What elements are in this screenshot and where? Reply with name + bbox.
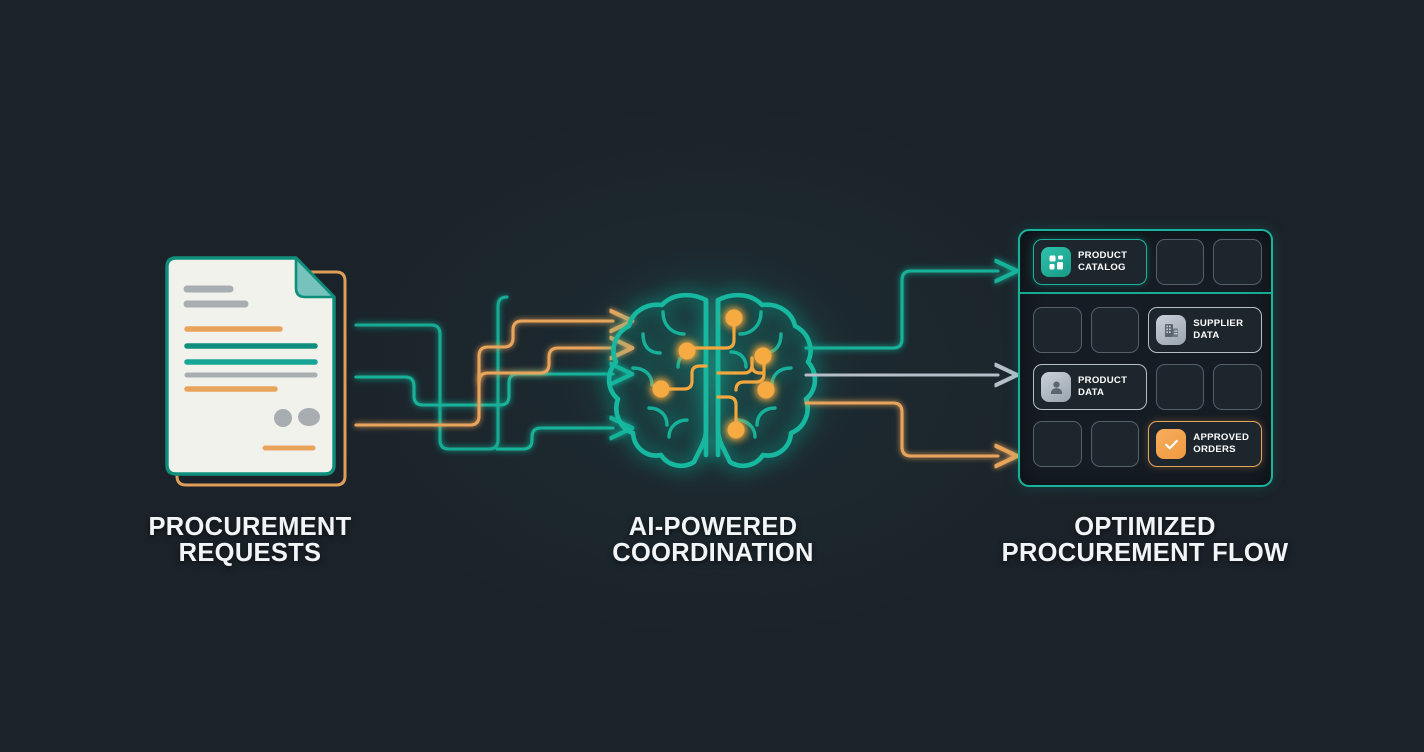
- circuit-node-left: [652, 380, 670, 398]
- brain-aura: [562, 247, 862, 497]
- brain-illustration: [606, 292, 818, 469]
- document-dot-2: [298, 408, 320, 426]
- building-icon: [1156, 315, 1187, 345]
- grid-item-label: PRODUCT CATALOG: [1078, 250, 1128, 273]
- grid-item-product-catalog[interactable]: PRODUCT CATALOG: [1033, 239, 1147, 285]
- caption-optimized-procurement-flow: OPTIMIZED PROCUREMENT FLOW: [1001, 513, 1289, 567]
- caption-ai-powered-coordination: AI-POWERED COORDINATION: [612, 513, 814, 567]
- caption-procurement-requests: PROCUREMENT REQUESTS: [148, 513, 352, 567]
- orange-input-path-b: [477, 348, 613, 384]
- grid-item-label: SUPPLIER DATA: [1193, 318, 1244, 341]
- input-connectors: [354, 295, 613, 451]
- circuit-node-right: [757, 381, 775, 399]
- grid-row: PRODUCT DATA: [1033, 364, 1262, 410]
- teal-input-path-a: [354, 295, 509, 451]
- circuit-node-bottom: [727, 421, 745, 439]
- grid-item-approved-orders[interactable]: APPROVED ORDERS: [1148, 421, 1262, 467]
- procurement-document: [165, 256, 347, 487]
- grid-item-supplier-data[interactable]: SUPPLIER DATA: [1148, 307, 1262, 353]
- grid-cell-empty[interactable]: [1213, 239, 1262, 285]
- orange-input-path-a: [354, 321, 613, 427]
- user-icon: [1041, 372, 1071, 402]
- brain-circuit-nodes: [652, 309, 775, 439]
- grid-item-label: APPROVED ORDERS: [1193, 432, 1250, 455]
- circuit-node-upper-left: [678, 342, 696, 360]
- grid-row: SUPPLIER DATA: [1033, 307, 1262, 353]
- orange-output-path: [804, 401, 998, 456]
- teal-input-path-c: [495, 428, 613, 451]
- brain-circuit: [659, 316, 766, 430]
- document-sheet: [165, 256, 336, 476]
- output-connectors: [804, 271, 998, 456]
- document-dot-1: [274, 409, 292, 427]
- panel-row-divider: [1020, 292, 1271, 294]
- grid-cell-empty[interactable]: [1213, 364, 1262, 410]
- optimized-flow-grid[interactable]: PRODUCT CATALOG: [1018, 229, 1273, 487]
- grid-item-product-data[interactable]: PRODUCT DATA: [1033, 364, 1147, 410]
- circuit-node-upper-right: [754, 347, 772, 365]
- document-folded-corner: [294, 256, 336, 299]
- grid-row: PRODUCT CATALOG: [1033, 239, 1262, 285]
- grid-cell-empty[interactable]: [1090, 421, 1140, 467]
- check-icon: [1156, 429, 1187, 459]
- document-lines: [183, 285, 318, 451]
- grid-cell-empty[interactable]: [1155, 364, 1205, 410]
- grid-row: APPROVED ORDERS: [1033, 421, 1262, 467]
- grid-cell-empty[interactable]: [1090, 307, 1140, 353]
- teal-output-path: [804, 271, 998, 350]
- grid-cell-empty[interactable]: [1155, 239, 1205, 285]
- grid-cell-empty[interactable]: [1033, 307, 1082, 353]
- grid-item-label: PRODUCT DATA: [1078, 375, 1128, 398]
- grid-cell-empty[interactable]: [1033, 421, 1082, 467]
- grid-blocks-icon: [1041, 247, 1071, 277]
- teal-input-path-b: [354, 374, 613, 407]
- circuit-node-top: [725, 309, 743, 327]
